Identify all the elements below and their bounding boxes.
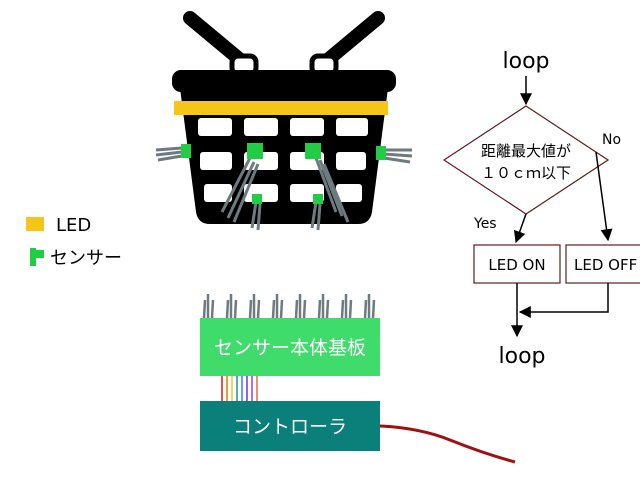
legend-led-label: LED	[56, 215, 91, 236]
hardware-diagram: センサー本体基板 コントローラ	[200, 294, 516, 464]
sensor-probes	[155, 146, 413, 231]
yellow-rect-icon	[26, 217, 44, 231]
board-probe	[363, 294, 376, 319]
flow-decision-line2: １０ｃｍ以下	[481, 164, 571, 182]
legend: LED センサー	[26, 215, 122, 269]
board-probe	[340, 294, 353, 319]
green-sensor-icon	[30, 248, 44, 266]
sensor-bottom-left	[252, 194, 262, 204]
board-probe	[271, 294, 284, 319]
legend-sensor-label: センサー	[50, 248, 122, 269]
controller-box	[200, 401, 380, 451]
flow-no-label: No	[602, 132, 621, 148]
board-probe	[317, 294, 330, 319]
controller-label: コントローラ	[233, 416, 347, 438]
flow-led-on-label: LED ON	[488, 256, 545, 274]
flowchart: loop 距離最大値が １０ｃｍ以下 No Yes LED ON LED OFF…	[442, 49, 640, 369]
board-sensor-probes	[202, 294, 376, 319]
basket-rim	[172, 70, 396, 92]
sensor-center-left	[247, 143, 263, 159]
board-probe	[225, 294, 238, 319]
basket-sensors	[181, 143, 386, 204]
flow-decision-line1: 距離最大値が	[481, 142, 571, 160]
sensor-right	[376, 146, 386, 160]
flow-arrow-off-merge	[518, 283, 609, 318]
board-probe	[248, 294, 261, 319]
flow-arrow-yes	[513, 213, 527, 244]
flow-start-label: loop	[503, 49, 550, 74]
basket-slots	[198, 118, 368, 202]
sensor-bottom-right	[313, 194, 323, 204]
sensor-left	[181, 144, 191, 158]
flow-led-off-label: LED OFF	[574, 256, 637, 274]
flow-yes-label: Yes	[473, 216, 497, 232]
controller-cable	[379, 424, 516, 464]
shopping-basket	[155, 11, 413, 231]
sensor-center-right	[305, 143, 321, 159]
flow-decision-diamond	[442, 105, 610, 215]
board-probe	[202, 294, 215, 319]
flow-box-led-off	[565, 244, 640, 284]
board-probe	[294, 294, 307, 319]
ribbon-cable	[221, 376, 258, 401]
sensor-board	[200, 318, 380, 376]
led-strip	[174, 101, 388, 115]
flow-arrow-no	[595, 151, 613, 242]
sensor-board-label: センサー本体基板	[214, 337, 366, 359]
flow-end-label: loop	[499, 344, 546, 369]
